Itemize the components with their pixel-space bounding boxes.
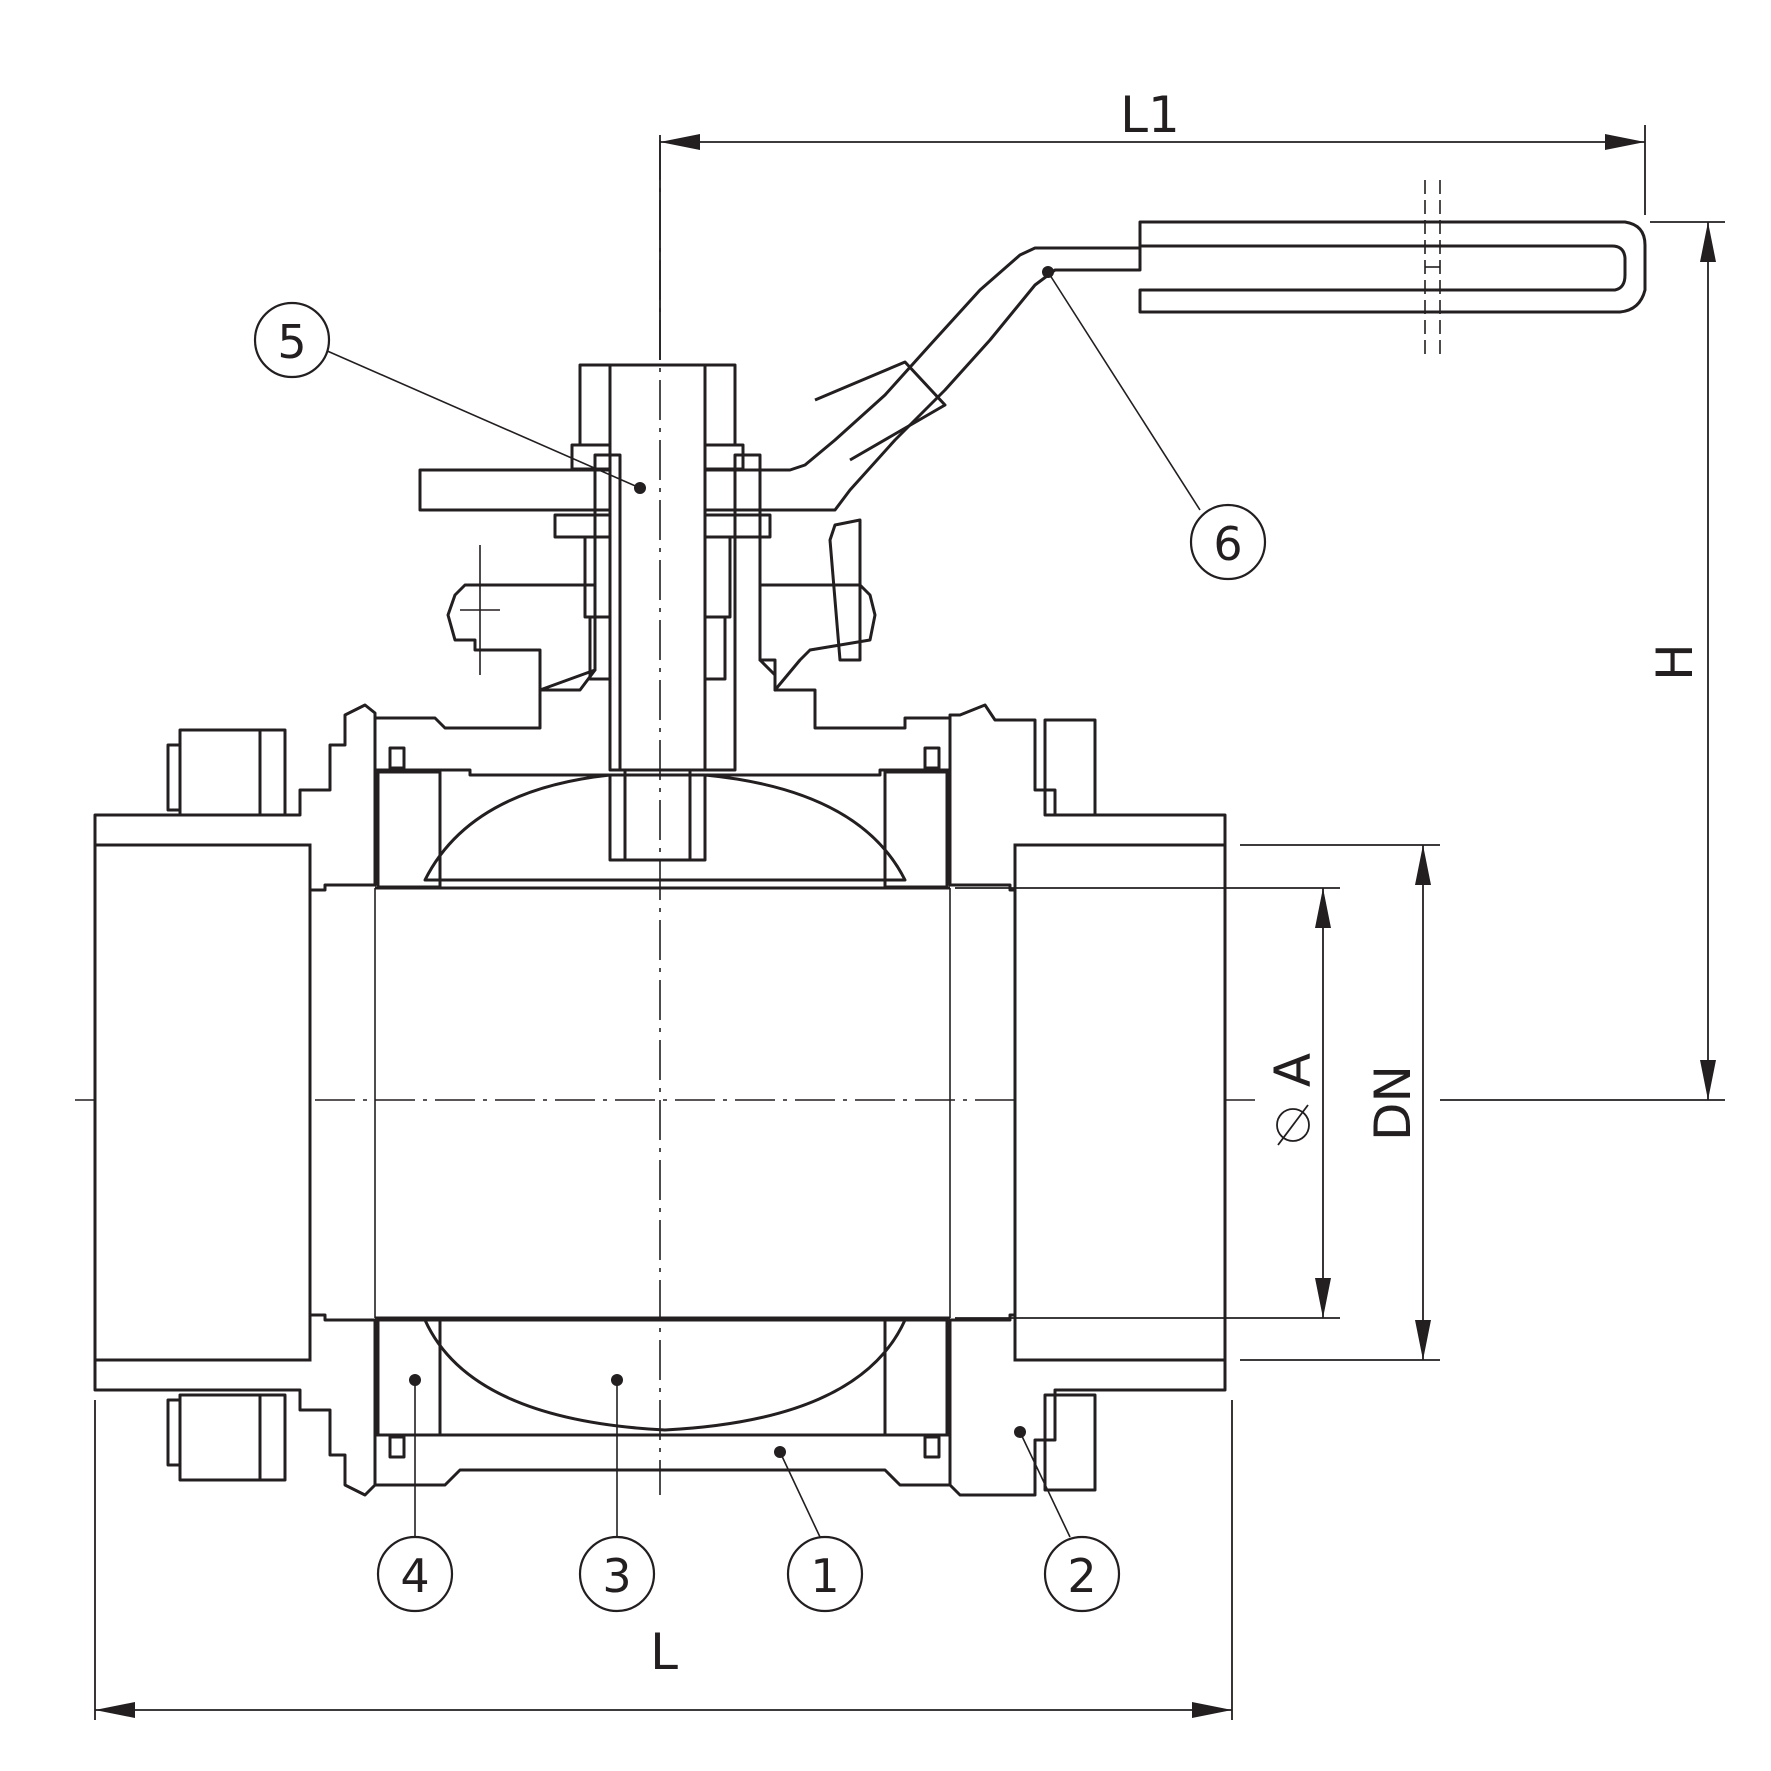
part-label-2: 2	[1067, 1549, 1096, 1603]
dimension-dn-label: DN	[1364, 1065, 1422, 1141]
part-label-1: 1	[810, 1549, 839, 1603]
dimension-l: L	[94, 1400, 1233, 1720]
part-callout-1: 1	[774, 1446, 864, 1613]
dimension-a: A	[955, 887, 1340, 1319]
diameter-symbol-icon	[1276, 1104, 1310, 1146]
part-label-6: 6	[1213, 517, 1242, 571]
part-label-3: 3	[602, 1549, 631, 1603]
dimension-l1-label: L1	[1120, 86, 1180, 144]
stem	[553, 363, 772, 862]
ball	[423, 773, 907, 1432]
handle	[418, 180, 1647, 662]
dimension-l1: L1	[659, 86, 1646, 360]
dimension-a-label: A	[1264, 1053, 1322, 1087]
valve-body	[373, 453, 952, 1487]
part-label-5: 5	[277, 315, 306, 369]
seats	[376, 746, 949, 1459]
part-callout-4: 4	[376, 1374, 454, 1613]
part-callout-5: 5	[253, 301, 646, 494]
dimension-h: H	[1440, 221, 1725, 1101]
part-callout-2: 2	[1014, 1426, 1121, 1613]
dimension-l-label: L	[650, 1623, 678, 1681]
right-end-connector	[948, 703, 1227, 1497]
bore	[374, 886, 951, 1320]
left-end-connector	[93, 703, 377, 1497]
dimension-dn: DN	[1240, 844, 1440, 1361]
dimension-h-label: H	[1646, 643, 1704, 681]
part-callout-3: 3	[578, 1374, 656, 1613]
part-label-4: 4	[400, 1549, 429, 1603]
part-callout-6: 6	[1042, 266, 1267, 581]
